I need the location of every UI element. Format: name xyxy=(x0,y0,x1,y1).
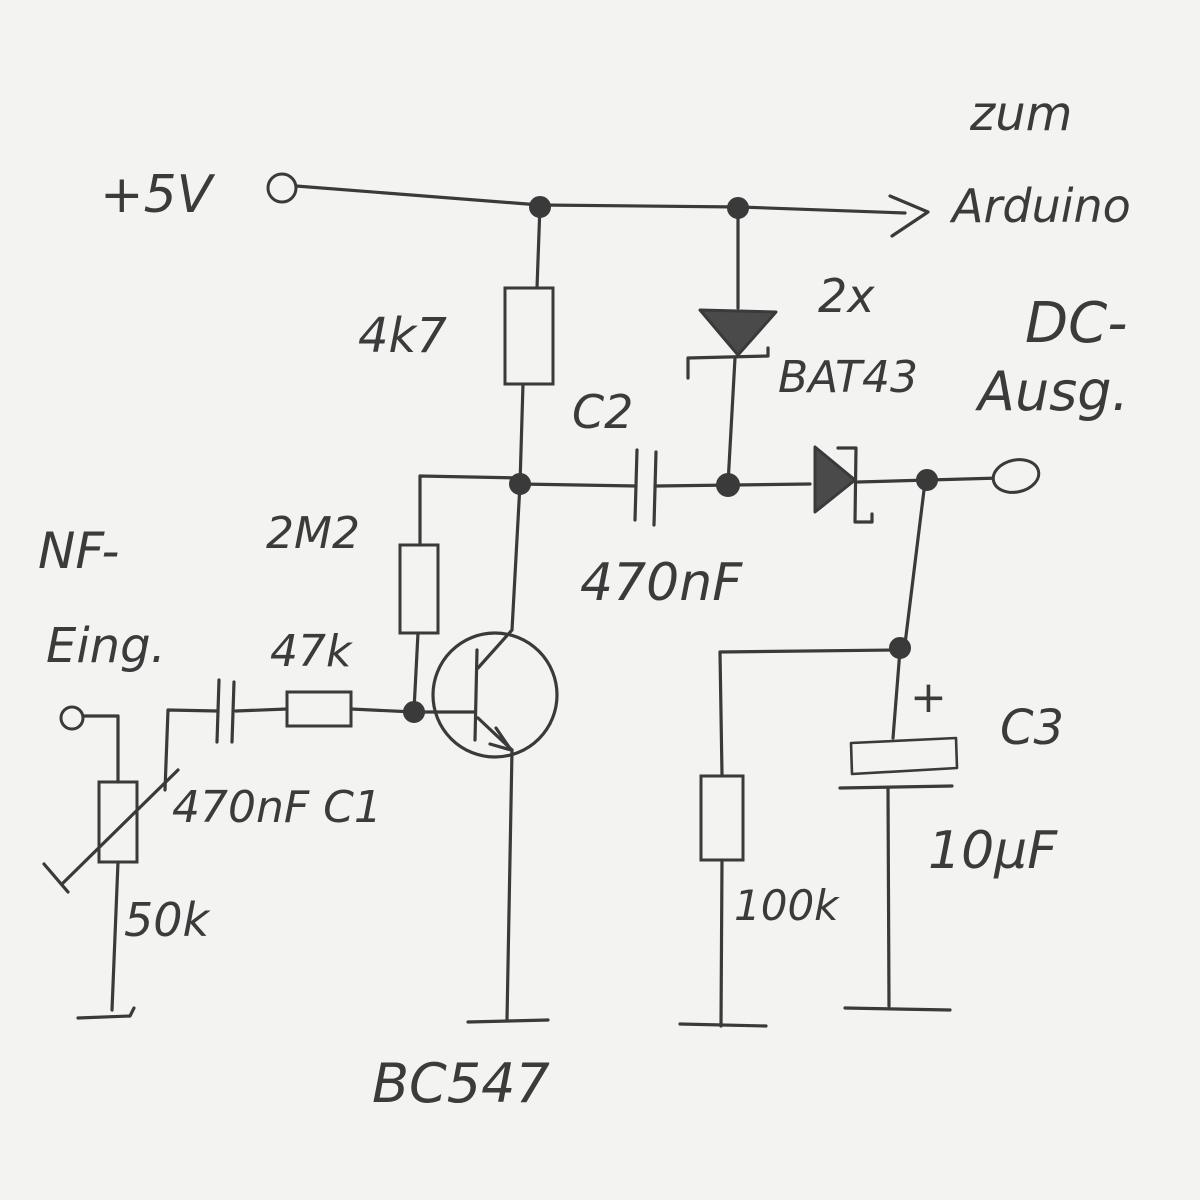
c2-plate-right xyxy=(652,450,658,527)
dc-out-label-line1: DC- xyxy=(1025,291,1127,356)
supply-rail xyxy=(294,184,907,215)
wire-4k7-to-collector xyxy=(518,382,525,486)
junction-collector xyxy=(509,473,531,495)
transistor-label: BC547 xyxy=(372,1052,550,1115)
diode-lower-cathode xyxy=(836,446,874,524)
wire-bias-top xyxy=(418,474,522,547)
junction-base xyxy=(403,701,425,723)
c3-value-label: 10µF xyxy=(928,821,1058,881)
transistor-base-bar xyxy=(473,648,479,742)
nf-in-label-line2: Eing. xyxy=(46,618,166,674)
nf-input-terminal xyxy=(59,705,85,731)
c2-plate-left xyxy=(633,448,639,522)
arduino-label-line1: zum xyxy=(969,86,1072,142)
diode-upper-body xyxy=(698,308,778,357)
c1-label: 470nF C1 xyxy=(172,782,382,833)
wire-emitter-to-ground xyxy=(505,748,514,1022)
resistor-2m2-label: 2M2 xyxy=(266,508,360,559)
c2-value-label: 470nF xyxy=(580,553,743,613)
ground-c3 xyxy=(843,1006,952,1012)
wire-diode1-to-node xyxy=(726,356,737,486)
c2-name-label: C2 xyxy=(572,385,633,439)
junction-c2-diodes xyxy=(716,473,740,497)
ground-transistor xyxy=(466,1018,550,1024)
resistor-4k7 xyxy=(503,286,555,386)
resistor-100k xyxy=(699,774,745,862)
diode-type-label: BAT43 xyxy=(778,352,918,403)
supply-terminal xyxy=(266,172,298,204)
wire-2m2-to-base xyxy=(412,631,420,712)
c3-plate-negative xyxy=(838,784,954,790)
wire-pot-to-ground xyxy=(110,860,120,1012)
resistor-4k7-label: 4k7 xyxy=(358,308,447,364)
pot-adjust-arrow xyxy=(60,768,180,886)
wire-rail-to-4k7 xyxy=(535,203,542,290)
pot-arrow-tip xyxy=(42,862,70,894)
wire-c1-to-47k xyxy=(234,707,289,713)
diode-count-label: 2x xyxy=(818,269,875,323)
wire-collector-to-c2 xyxy=(518,482,638,488)
wire-100k-to-ground xyxy=(719,858,724,1028)
c3-plus-label: + xyxy=(910,672,947,723)
dc-out-terminal xyxy=(991,458,1041,494)
c1-plate-right xyxy=(230,680,236,744)
diode-upper-cathode xyxy=(686,346,770,380)
diode-lower-body xyxy=(813,445,857,514)
junction-output xyxy=(916,469,938,491)
wire-input-to-pot xyxy=(81,714,120,784)
arduino-arrow xyxy=(888,194,930,238)
resistor-47k-label: 47k xyxy=(270,626,353,677)
junction-c3 xyxy=(889,637,911,659)
dc-out-label-line2: Ausg. xyxy=(975,360,1129,423)
resistor-100k-label: 100k xyxy=(734,881,840,930)
junction-rail-4k7 xyxy=(529,196,551,218)
c3-name-label: C3 xyxy=(1000,700,1064,756)
supply-label: +5V xyxy=(100,165,216,225)
potentiometer-50k xyxy=(97,780,139,864)
ground-pot xyxy=(76,1006,136,1020)
ground-100k xyxy=(678,1022,768,1028)
wire-c3-node-to-100k xyxy=(718,648,898,777)
resistor-47k xyxy=(285,690,353,728)
wire-c3-to-ground xyxy=(886,786,891,1008)
resistor-2m2 xyxy=(398,543,440,635)
junction-rail-diode xyxy=(727,197,749,219)
transistor-envelope xyxy=(431,631,559,759)
arduino-label-line2: Arduino xyxy=(949,179,1131,233)
c3-plate-positive xyxy=(849,736,959,776)
transistor-collector-lead xyxy=(476,482,522,670)
wire-node-to-c3 xyxy=(891,648,902,740)
wire-pot-wiper-to-c1 xyxy=(163,708,219,792)
pot-value-label: 50k xyxy=(124,893,212,947)
nf-in-label-line1: NF- xyxy=(38,522,119,580)
wire-out-to-c3-node xyxy=(903,480,927,646)
